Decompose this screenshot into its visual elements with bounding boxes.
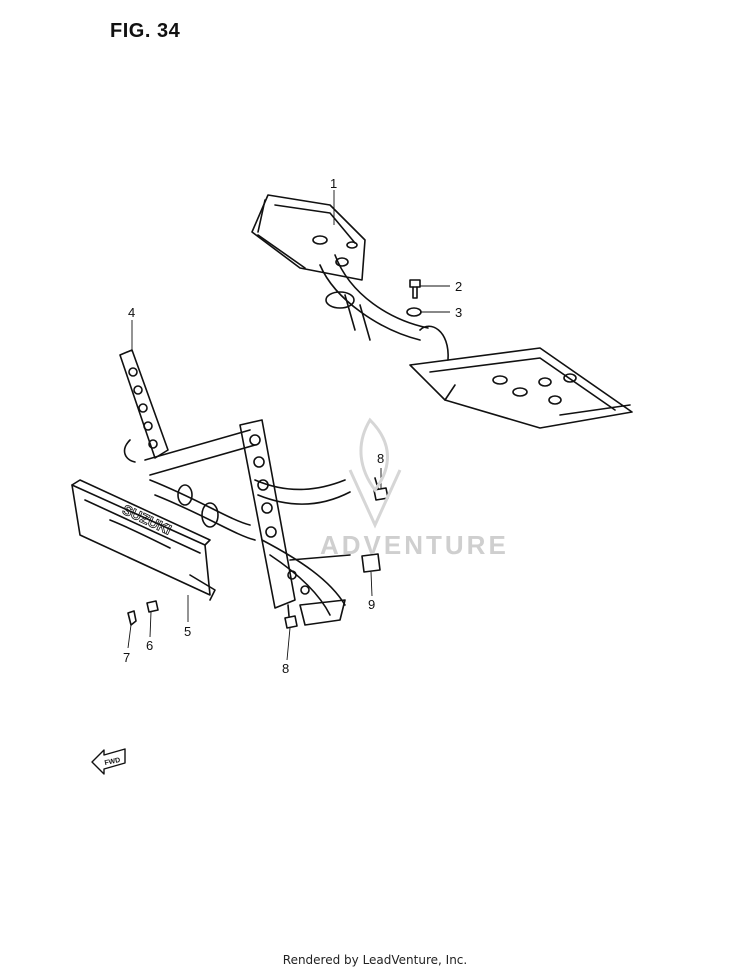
figure-title: FIG. 34	[110, 20, 181, 42]
callout-2: 2	[455, 279, 462, 294]
fwd-arrow-icon: FWD	[91, 748, 126, 775]
part-5-guard	[71, 479, 216, 601]
part-2-bolt	[409, 279, 421, 299]
footer-credit: Rendered by LeadVenture, Inc.	[282, 953, 468, 967]
leader-lines	[127, 190, 450, 661]
callout-8-lower: 8	[282, 661, 289, 676]
callout-8-upper: 8	[377, 451, 384, 466]
callout-5: 5	[184, 624, 191, 639]
watermark-flame-icon	[348, 417, 402, 529]
part-8-bolt-lower	[284, 604, 298, 629]
callout-7: 7	[123, 650, 130, 665]
part-9-nut	[361, 553, 381, 573]
callout-6: 6	[146, 638, 153, 653]
callout-9: 9	[368, 597, 375, 612]
fwd-arrow-label: FWD	[104, 757, 121, 767]
watermark-text: ADVENTURE	[320, 530, 509, 560]
callout-3: 3	[455, 305, 462, 320]
callout-4: 4	[128, 305, 135, 320]
part-4-front-bar	[119, 349, 351, 626]
guard-brand-text: SUZUKI	[120, 501, 174, 538]
part-6-nut	[146, 600, 159, 613]
part-7-screw	[127, 610, 137, 626]
part-1-footrest-bar	[251, 194, 633, 429]
callout-1: 1	[330, 176, 337, 191]
part-3-washer	[406, 307, 422, 317]
